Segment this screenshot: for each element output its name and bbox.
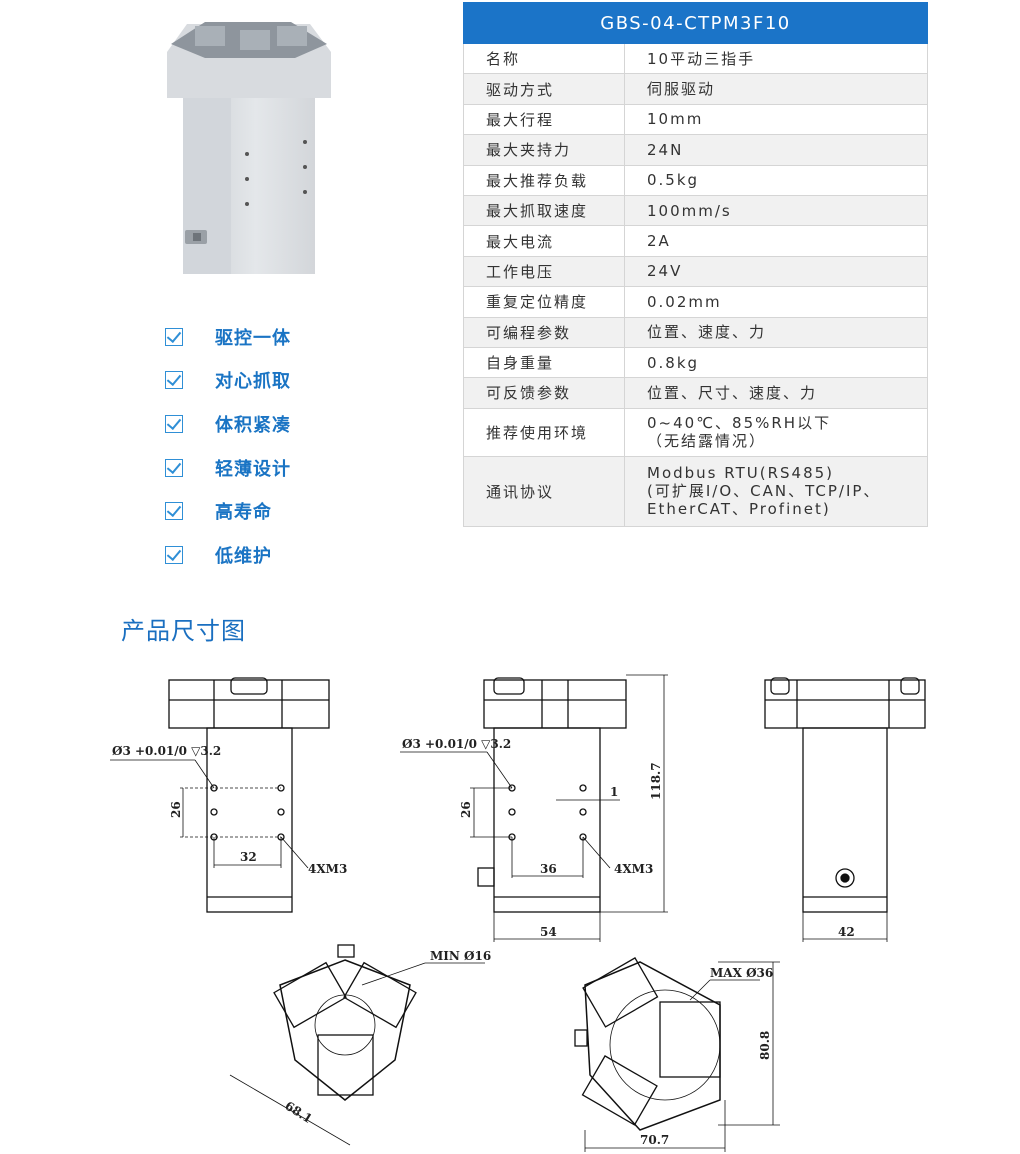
checkbox-icon: [165, 545, 183, 564]
feature-item: 驱控一体: [165, 315, 385, 359]
spec-name: 最大推荐负载: [463, 164, 625, 196]
dimension-drawing: Ø3 +0.01/0 ▽3.2 26 32 4XM3 Ø3 +0.01/0 ▽3…: [110, 674, 926, 1152]
feature-label: 低维护: [215, 545, 272, 567]
feature-label: 轻薄设计: [215, 458, 291, 480]
checkbox-icon: [165, 327, 183, 346]
spec-value: 10平动三指手: [624, 42, 928, 75]
spec-value: 10mm: [624, 103, 928, 136]
dim-label: 4XM3: [614, 862, 653, 876]
spec-name: 名称: [463, 42, 625, 75]
feature-label: 对心抓取: [215, 371, 291, 393]
spec-name: 工作电压: [463, 255, 625, 288]
dim-label: Ø3 +0.01/0 ▽3.2: [112, 744, 221, 758]
dim-label: 118.7: [649, 762, 663, 800]
feature-item: 轻薄设计: [165, 446, 385, 490]
spec-name: 可编程参数: [463, 316, 625, 348]
checkbox-icon: [165, 371, 183, 390]
feature-item: 低维护: [165, 533, 385, 577]
feature-item: 体积紧凑: [165, 402, 385, 446]
checkbox-icon: [165, 458, 183, 477]
spec-name: 重复定位精度: [463, 286, 625, 318]
dim-label: 32: [240, 850, 257, 864]
feature-label: 高寿命: [215, 502, 272, 524]
dim-label: MIN Ø16: [430, 949, 491, 963]
spec-name: 推荐使用环境: [463, 407, 625, 457]
feature-list: 驱控一体 对心抓取 体积紧凑 轻薄设计 高寿命 低维护: [165, 315, 385, 577]
spec-row: 可编程参数位置、速度、力: [463, 316, 928, 348]
feature-item: 对心抓取: [165, 359, 385, 403]
spec-name: 最大抓取速度: [463, 194, 625, 227]
spec-name: 通讯协议: [463, 455, 625, 527]
spec-value-line: (可扩展I/O、CAN、TCP/IP、: [647, 482, 881, 501]
side-view: [764, 677, 926, 942]
section-title: 产品尺寸图: [121, 617, 246, 645]
spec-value-line: Modbus RTU(RS485): [647, 464, 835, 483]
spec-name: 可反馈参数: [463, 377, 625, 409]
dim-label: Ø3 +0.01/0 ▽3.2: [402, 737, 511, 751]
spec-value: 0.8kg: [624, 346, 928, 379]
front-view-1: [110, 677, 330, 913]
spec-value-line: （无结露情况）: [647, 432, 767, 451]
dim-label: MAX Ø36: [710, 966, 773, 980]
top-view-min: [229, 944, 485, 1146]
dim-label: 26: [169, 801, 183, 818]
spec-name: 最大行程: [463, 103, 625, 136]
checkbox-icon: [165, 502, 183, 521]
spec-value: 100mm/s: [624, 194, 928, 227]
dim-label: 26: [459, 801, 473, 818]
dim-label: 4XM3: [308, 862, 347, 876]
spec-value: 0.02mm: [624, 286, 928, 318]
checkbox-icon: [165, 414, 183, 433]
dim-label: 42: [838, 925, 855, 939]
spec-value: 24N: [624, 134, 928, 166]
spec-value: 0.5kg: [624, 164, 928, 196]
spec-value: 位置、尺寸、速度、力: [624, 377, 928, 409]
spec-row: 驱动方式伺服驱动: [463, 73, 928, 105]
spec-value-line: 0~40℃、85%RH以下: [647, 414, 832, 433]
dim-label: 54: [540, 925, 557, 939]
spec-name: 驱动方式: [463, 73, 625, 105]
spec-value: 2A: [624, 225, 928, 257]
feature-item: 高寿命: [165, 489, 385, 533]
product-image: [167, 22, 331, 274]
top-view-max: [574, 957, 780, 1152]
spec-value-line: EtherCAT、Profinet): [647, 500, 831, 519]
spec-name: 最大电流: [463, 225, 625, 257]
spec-model-header: GBS-04-CTPM3F10: [463, 2, 928, 44]
dim-label: 80.8: [758, 1031, 772, 1060]
spec-value: 伺服驱动: [624, 73, 928, 105]
dim-label: 70.7: [640, 1133, 669, 1147]
feature-label: 驱控一体: [215, 327, 291, 349]
front-view-2: [400, 674, 668, 942]
spec-value: 24V: [624, 255, 928, 288]
dim-label: 1: [610, 785, 618, 799]
spec-row: 可反馈参数位置、尺寸、速度、力: [463, 377, 928, 409]
dim-label: 36: [540, 862, 557, 876]
spec-value: 0~40℃、85%RH以下（无结露情况）: [624, 407, 928, 457]
spec-name: 最大夹持力: [463, 134, 625, 166]
spec-value: 位置、速度、力: [624, 316, 928, 348]
feature-label: 体积紧凑: [215, 414, 291, 436]
spec-name: 自身重量: [463, 346, 625, 379]
spec-value: Modbus RTU(RS485)(可扩展I/O、CAN、TCP/IP、Ethe…: [624, 455, 928, 527]
